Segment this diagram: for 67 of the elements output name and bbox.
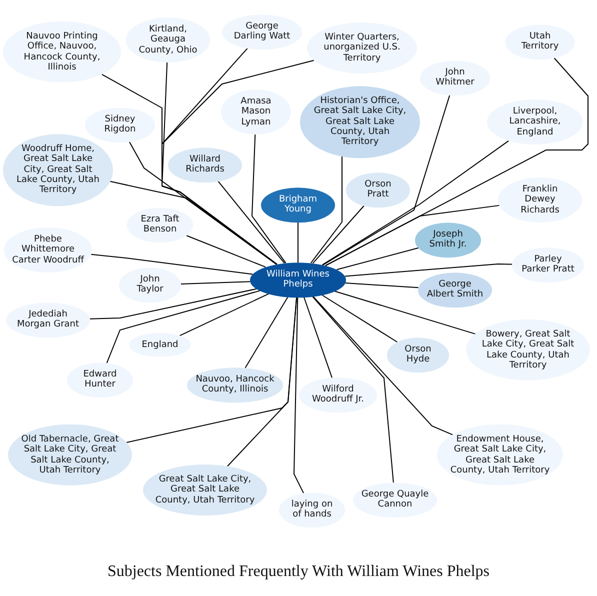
node-label: William Wines Phelps — [266, 270, 330, 290]
connector-line — [344, 264, 513, 277]
node-label: Orson Hyde — [404, 344, 432, 366]
node-label: Nauvoo, Hancock County, Illinois — [195, 374, 275, 396]
node-label: John Taylor — [136, 274, 164, 296]
connector-line — [106, 290, 260, 364]
node-ellipse — [250, 262, 346, 298]
node-label: George Darling Watt — [232, 22, 292, 42]
connector-line — [312, 296, 394, 483]
node-ellipse — [299, 378, 377, 412]
connector-line — [312, 296, 454, 436]
connector-line — [304, 296, 332, 378]
node-ellipse — [127, 208, 193, 242]
node-label: Woodruff Home, Great Salt Lake City, Great Salt Lake County, Utah Territory — [16, 144, 100, 196]
node-label: Parley Parker Pratt — [520, 254, 576, 276]
node-label: Bowery, Great Salt Lake City, Great Salt Lake County, Utah Territory — [480, 329, 576, 371]
node-label: Ezra Taft Benson — [140, 214, 180, 236]
connector-line — [294, 297, 304, 494]
node-label: Nauvoo Printing Office, Nauvoo, Hancock County, Illinois — [22, 31, 102, 73]
node-label: Edward Hunter — [82, 370, 118, 390]
connector-line — [334, 290, 476, 334]
node-label: Endowment House, Great Salt Lake City, Great Salt Lake County, Utah Territory — [449, 434, 551, 476]
node-label: Historian's Office, Great Salt Lake City, Great Salt Lake County, Utah Territory — [312, 96, 408, 148]
connector-line — [322, 94, 450, 266]
connector-line — [324, 204, 500, 266]
node-label: George Albert Smith — [426, 280, 484, 300]
node-label: Kirtland, Geauga County, Ohio — [138, 24, 198, 56]
connector-line — [336, 247, 420, 270]
connector-line — [244, 296, 288, 368]
connector-line — [322, 140, 510, 266]
node-label: Franklin Dewey Richards — [520, 184, 560, 216]
node-label: laying on of hands — [290, 500, 334, 520]
node-label: Liverpool, Lancashire, England — [508, 106, 562, 138]
connector-line — [126, 297, 298, 443]
connector-line — [322, 294, 398, 343]
node-label: Jedediah Morgan Grant — [16, 310, 80, 330]
node-ellipse — [387, 338, 449, 372]
node-label: Amasa Mason Lyman — [240, 96, 272, 128]
connector-line — [89, 288, 258, 320]
node-ellipse — [415, 222, 481, 258]
diagram-title: Subjects Mentioned Frequently With William Wines Phelps — [106, 563, 491, 581]
connector-line — [310, 156, 342, 264]
node-label: Winter Quarters, unorganized U.S. Territory — [322, 32, 402, 64]
connector-line — [90, 254, 254, 275]
node-label: Sidney Rigdon — [103, 114, 137, 136]
connector-line — [312, 205, 364, 264]
node-label: Orson Pratt — [364, 180, 392, 200]
connector-line — [128, 141, 277, 265]
node-label: Joseph Smith Jr. — [428, 230, 468, 250]
connector-line — [186, 235, 266, 268]
node-label: Utah Territory — [520, 32, 560, 52]
connector-line — [180, 281, 251, 284]
node-label: George Quayle Cannon — [361, 490, 429, 510]
node-label: England — [142, 340, 178, 350]
node-label: Great Salt Lake City, Great Salt Lake County, Utah Territory — [155, 474, 255, 506]
node-label: Old Tabernacle, Great Salt Lake City, Great Salt Lake County, Utah Territory — [20, 434, 120, 476]
node-ellipse — [85, 108, 155, 142]
connector-line — [218, 180, 285, 264]
node-label: Willard Richards — [184, 154, 226, 176]
node-label: John Whitmer — [434, 68, 476, 88]
connector-line — [252, 134, 286, 264]
node-label: Phebe Whittemore Carter Woodruff — [12, 234, 84, 266]
node-label: Brigham Young — [278, 194, 318, 216]
connector-line — [179, 293, 270, 336]
connector-line — [344, 282, 419, 288]
node-label: Wilford Woodruff Jr. — [311, 384, 365, 406]
connector-line — [102, 74, 278, 265]
